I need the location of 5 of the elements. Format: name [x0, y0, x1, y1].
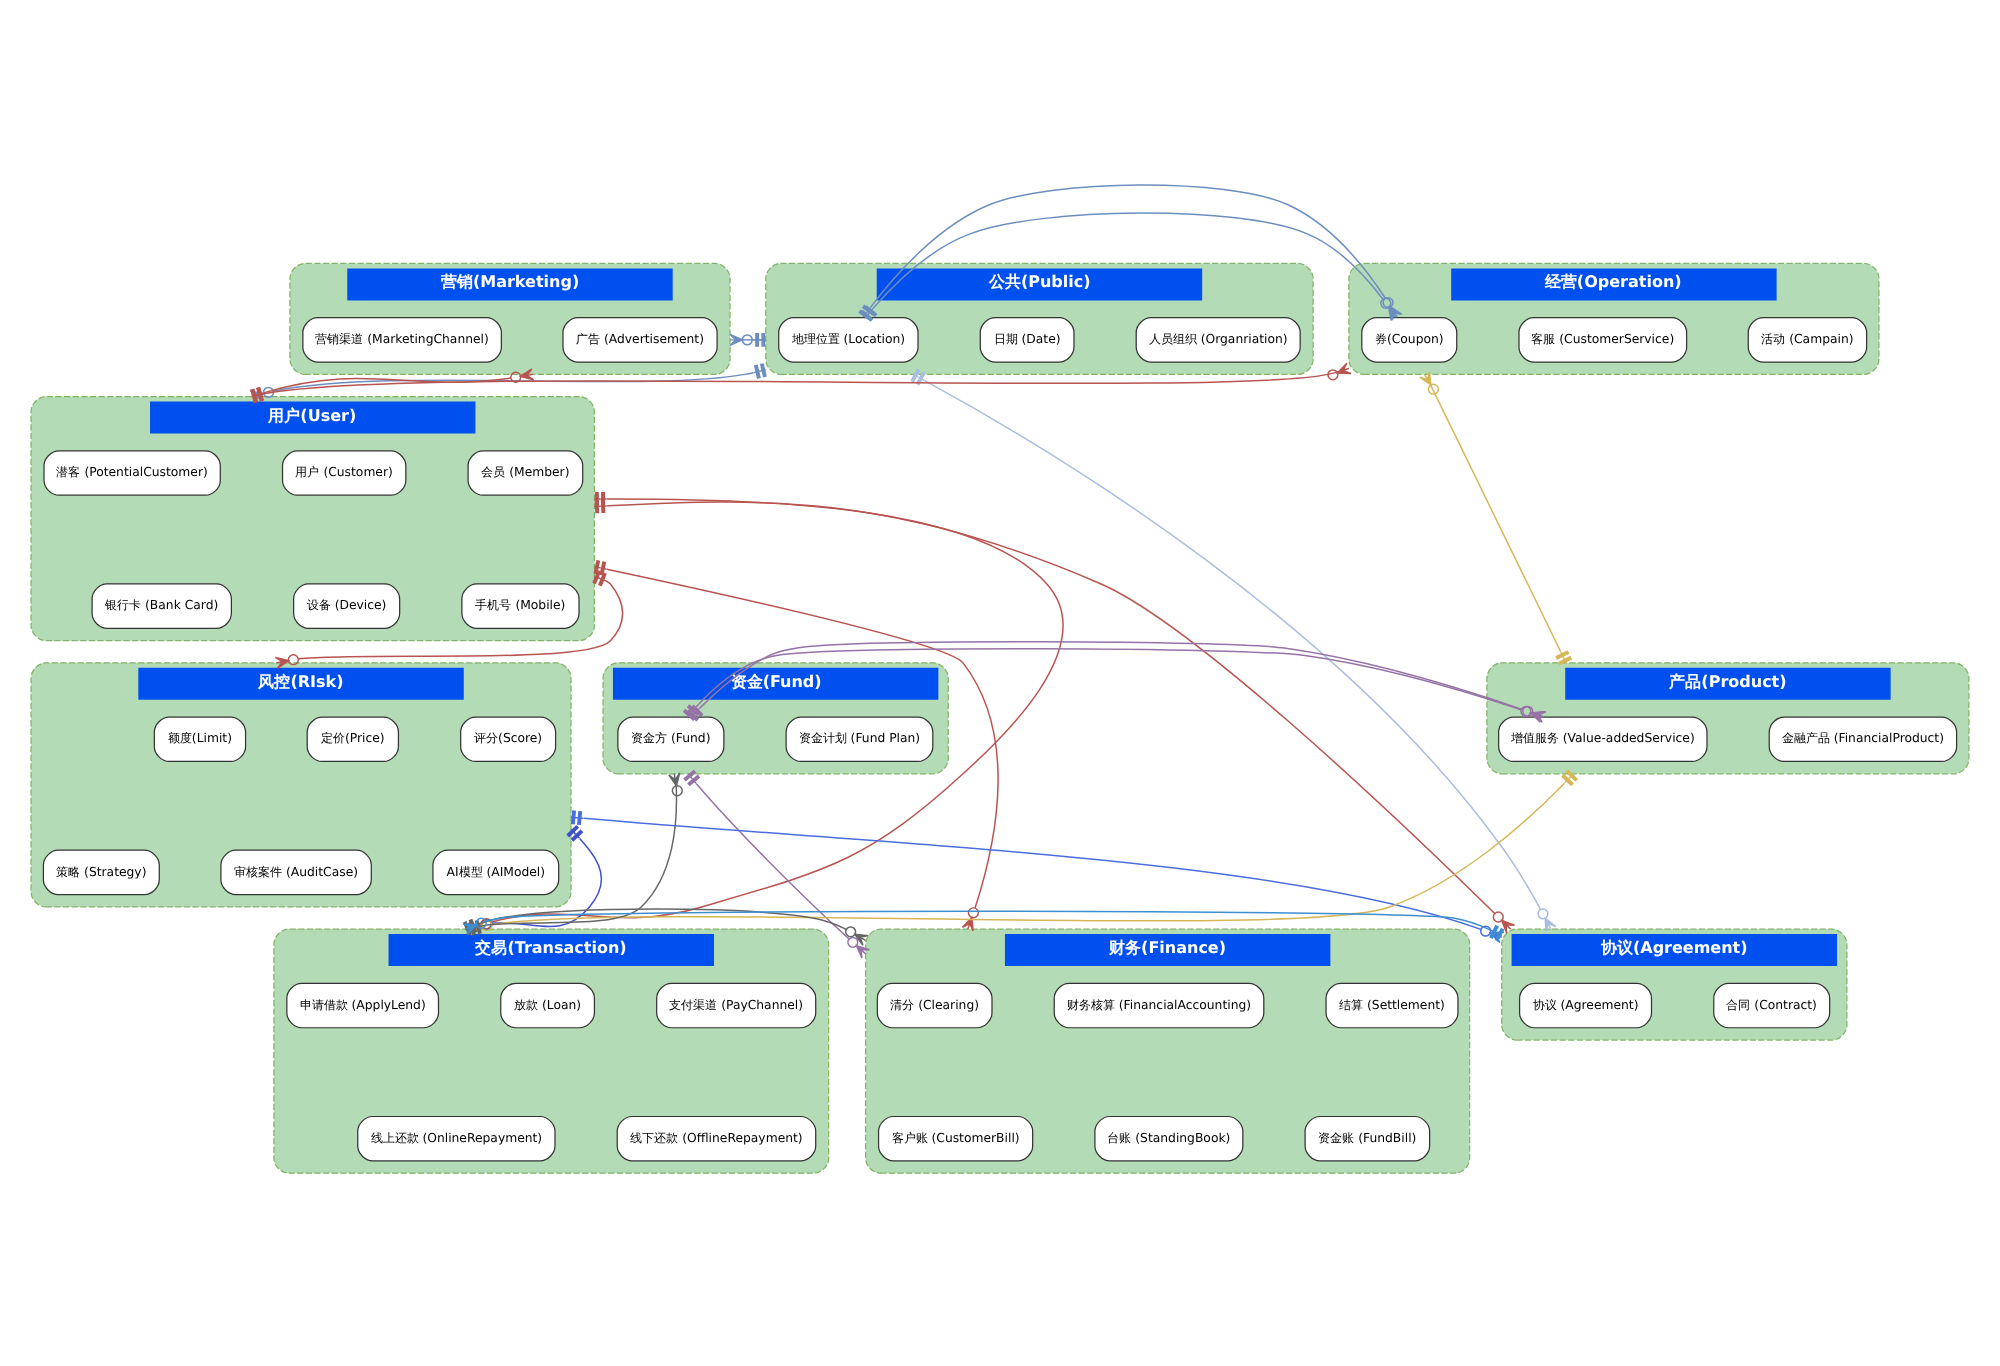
connector	[729, 331, 767, 346]
connector	[1419, 369, 1573, 665]
connector	[250, 361, 1352, 403]
connector	[683, 768, 871, 958]
connector	[274, 569, 624, 669]
